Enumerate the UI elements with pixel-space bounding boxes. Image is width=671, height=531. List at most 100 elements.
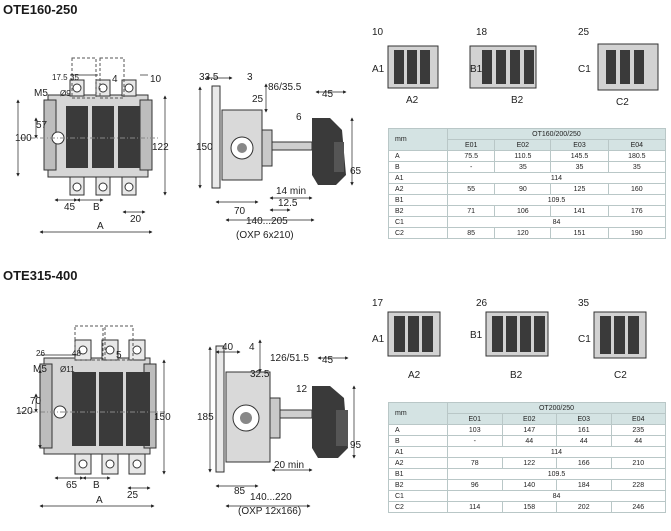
table-cell: 161	[556, 424, 612, 436]
dim-label: 122	[152, 142, 169, 153]
table-cell: 90	[494, 183, 552, 195]
dim-label: 25	[252, 94, 264, 105]
table-row: B1 109.5	[388, 468, 666, 480]
table-cell: 78	[447, 457, 503, 469]
dim-label: 25	[127, 490, 139, 501]
dim-label: 185	[197, 412, 214, 423]
row-label: B2	[388, 205, 448, 217]
table-cell: -	[447, 435, 503, 447]
table-row: A1 114	[388, 446, 666, 458]
dim-label: 35	[578, 298, 590, 309]
row-label: B1	[388, 468, 448, 480]
dimension-table: mm OT200/250 E01 E02 E03 E04 A 103 147 1…	[388, 402, 666, 513]
table-group-header: OT160/200/250	[447, 128, 666, 140]
dim-label: 35	[70, 73, 79, 82]
row-label: A	[388, 424, 448, 436]
table-cell: 55	[446, 183, 496, 195]
row-label: B1	[388, 194, 448, 206]
dim-label: C1	[578, 334, 591, 345]
dim-label: 45	[322, 89, 334, 100]
dim-label: B	[93, 202, 100, 213]
dim-label: 6	[296, 112, 302, 123]
dim-label: 140...205	[246, 216, 288, 227]
dim-label: 40	[222, 342, 234, 353]
dim-label: Ø11	[60, 365, 75, 374]
dim-label: 45	[64, 202, 76, 213]
dim-label: 120	[16, 406, 33, 417]
dim-label: 85	[234, 486, 246, 497]
dim-label: Ø9	[60, 89, 71, 98]
dim-label: B2	[511, 95, 524, 106]
dim-label: 3	[247, 72, 253, 83]
dim-label: M5	[33, 364, 47, 375]
dim-label: 86/35.5	[268, 82, 302, 93]
dim-label: 20 min	[274, 460, 304, 471]
table-row: A1 114	[388, 172, 666, 184]
table-cell: 228	[610, 479, 666, 491]
dim-label: 26	[36, 349, 45, 358]
table-row: C2 114 158 202 246	[388, 501, 666, 513]
table-cell: 44	[610, 435, 666, 447]
dim-label: B2	[510, 370, 523, 381]
switch-body-side	[211, 85, 346, 189]
dim-label: A	[97, 221, 104, 232]
dim-label: 100	[15, 133, 32, 144]
table-cell: 180.5	[607, 150, 667, 162]
table-cell: 84	[447, 216, 666, 228]
dim-label: 17.5	[52, 73, 68, 82]
dim-label: (OXP 12x166)	[238, 506, 301, 517]
dim-label: 4	[249, 342, 255, 353]
table-row: B2 96 140 184 228	[388, 479, 666, 491]
dim-label: A1	[372, 64, 385, 75]
dim-label: 140...220	[250, 492, 292, 503]
dim-label: 20	[130, 214, 142, 225]
table-col-header: E03	[556, 413, 612, 425]
table-cell: 122	[501, 457, 557, 469]
table-cell: 35	[550, 161, 609, 173]
dim-label: A	[96, 495, 103, 506]
dim-label: C2	[614, 370, 627, 381]
dim-label: A1	[372, 334, 385, 345]
table-cell: 176	[607, 205, 667, 217]
switch-body-front-2	[20, 325, 165, 475]
table-cell: 184	[556, 479, 612, 491]
dim-label: B	[93, 480, 100, 491]
table-cell: 44	[556, 435, 612, 447]
table-cell: 35	[607, 161, 667, 173]
front-dimension-lines	[16, 74, 167, 234]
dim-label: 48	[72, 349, 81, 358]
table-cell: 140	[501, 479, 557, 491]
table-cell: 166	[556, 457, 612, 469]
table-row: A 75.5 110.5 145.5 180.5	[388, 150, 667, 162]
table-cell: 114	[447, 501, 503, 513]
dim-label: 17	[372, 298, 384, 309]
dim-label: 5	[116, 350, 122, 361]
section-title: OTE315-400	[3, 268, 78, 283]
switch-body-front	[20, 57, 160, 196]
dim-label: (OXP 6x210)	[236, 230, 294, 241]
dim-label: 95	[350, 440, 362, 451]
switch-body-side-2	[215, 345, 348, 473]
row-label: C1	[388, 216, 448, 228]
section-title: OTE160-250	[3, 2, 78, 17]
dim-label: 150	[196, 142, 213, 153]
table-cell: 35	[494, 161, 552, 173]
table-col-header: E04	[607, 139, 667, 151]
table-cell: 120	[494, 227, 552, 239]
side-dimension-lines	[198, 76, 354, 222]
row-label: C2	[388, 227, 448, 239]
mounting-variants-2	[387, 311, 647, 359]
table-cell: 106	[494, 205, 552, 217]
row-label: A1	[388, 446, 448, 458]
dim-label: 18	[476, 27, 488, 38]
table-corner: mm	[388, 128, 448, 151]
table-row: A2 78 122 166 210	[388, 457, 666, 469]
dim-label: 70	[234, 206, 246, 217]
dim-label: 65	[66, 480, 78, 491]
table-cell: 202	[556, 501, 612, 513]
table-cell: 103	[447, 424, 503, 436]
row-label: A1	[388, 172, 448, 184]
table-row: C1 84	[388, 216, 666, 228]
dim-label: 126/51.5	[270, 353, 309, 364]
